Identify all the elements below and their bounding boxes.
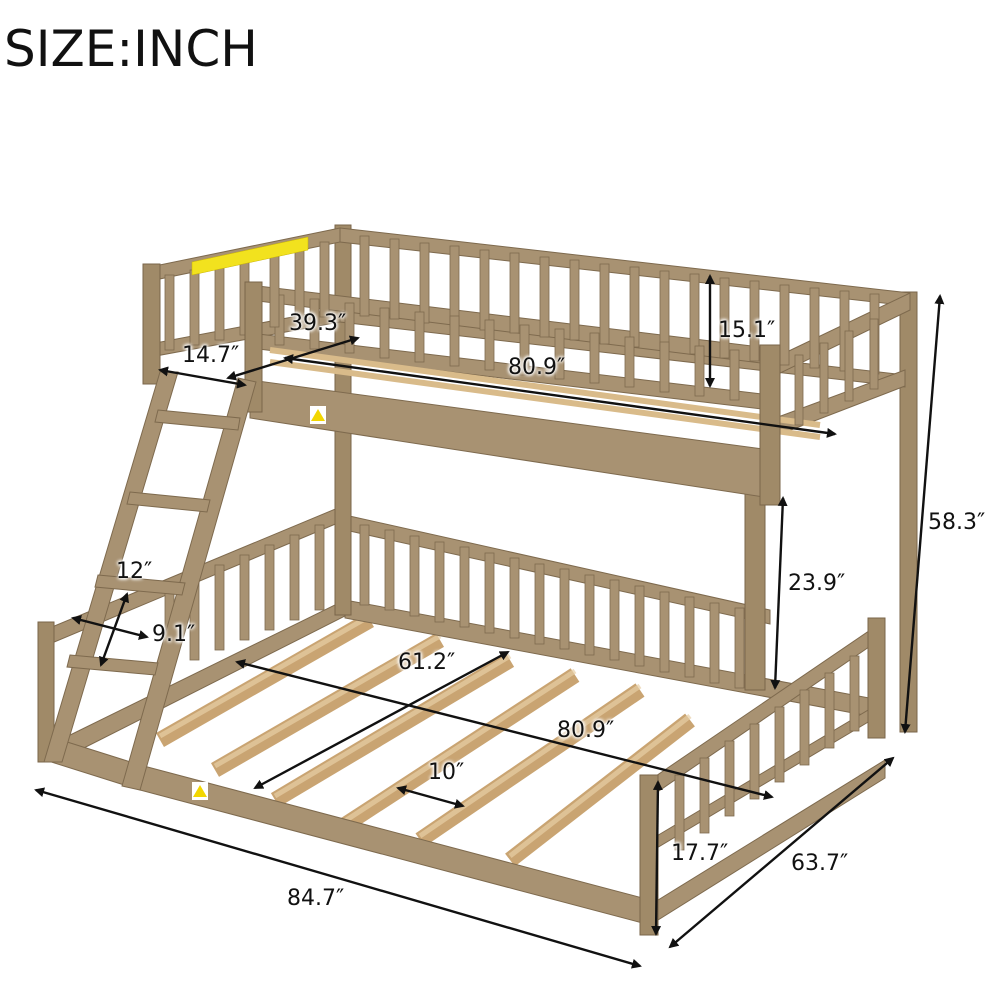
dim-lower-length: 80.9″ — [557, 718, 615, 743]
dim-clearance: 23.9″ — [788, 571, 846, 596]
dim-lower-width: 61.2″ — [398, 650, 456, 675]
dim-total-height: 58.3″ — [928, 510, 986, 535]
dim-overall-width: 63.7″ — [791, 851, 849, 876]
size-unit-title: SIZE:INCH — [4, 20, 258, 78]
dim-ladder-depth: 14.7″ — [182, 343, 240, 368]
dim-overall-length: 84.7″ — [287, 886, 345, 911]
warning-label-sticker — [191, 236, 309, 276]
dim-ladder-step-spacing: 12″ — [116, 559, 153, 584]
dimension-lines — [34, 274, 945, 969]
dim-upper-rail-height: 15.1″ — [718, 318, 776, 343]
dim-upper-width: 39.3″ — [289, 311, 347, 336]
dim-slat-spacing: 10″ — [428, 760, 465, 785]
dim-upper-length: 80.9″ — [508, 355, 566, 380]
dim-lower-rail-height: 17.7″ — [671, 841, 729, 866]
lower-back-balusters — [359, 524, 745, 689]
dim-ladder-step-width: 9.1″ — [152, 622, 196, 647]
